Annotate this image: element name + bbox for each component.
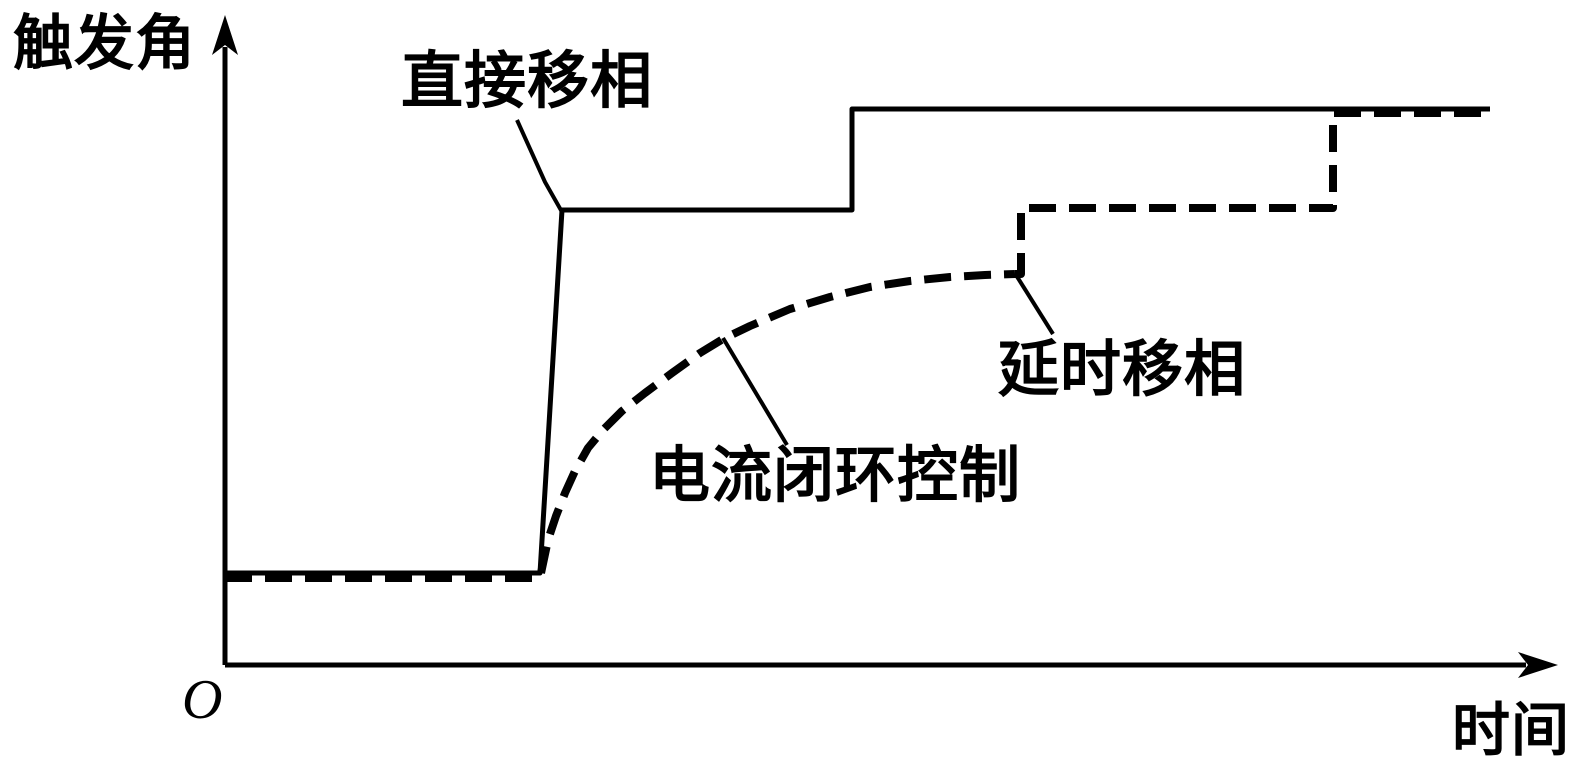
- annotation-current-closed-loop-control: 电流闭环控制: [649, 443, 1022, 510]
- y-axis-label: 触发角: [13, 11, 196, 77]
- origin-label: O: [182, 669, 223, 731]
- annotation-delayed-phase-shift: 延时移相: [998, 337, 1247, 404]
- series-line-current-closed-loop: [225, 270, 1016, 582]
- leader-line-current-closed-loop: [721, 336, 789, 447]
- y-axis-arrow-icon: [212, 15, 238, 55]
- series-line-direct-phase-shift: [225, 106, 1490, 576]
- x-axis-label: 时间: [1452, 698, 1571, 763]
- annotation-direct-phase-shift: 直接移相: [401, 48, 654, 116]
- leader-line-direct-phase-shift: [515, 119, 564, 213]
- x-axis-arrow-icon: [1518, 652, 1558, 678]
- leader-line-delayed-phase-shift: [1014, 273, 1055, 336]
- series-line-delayed-phase-shift: [1015, 109, 1490, 278]
